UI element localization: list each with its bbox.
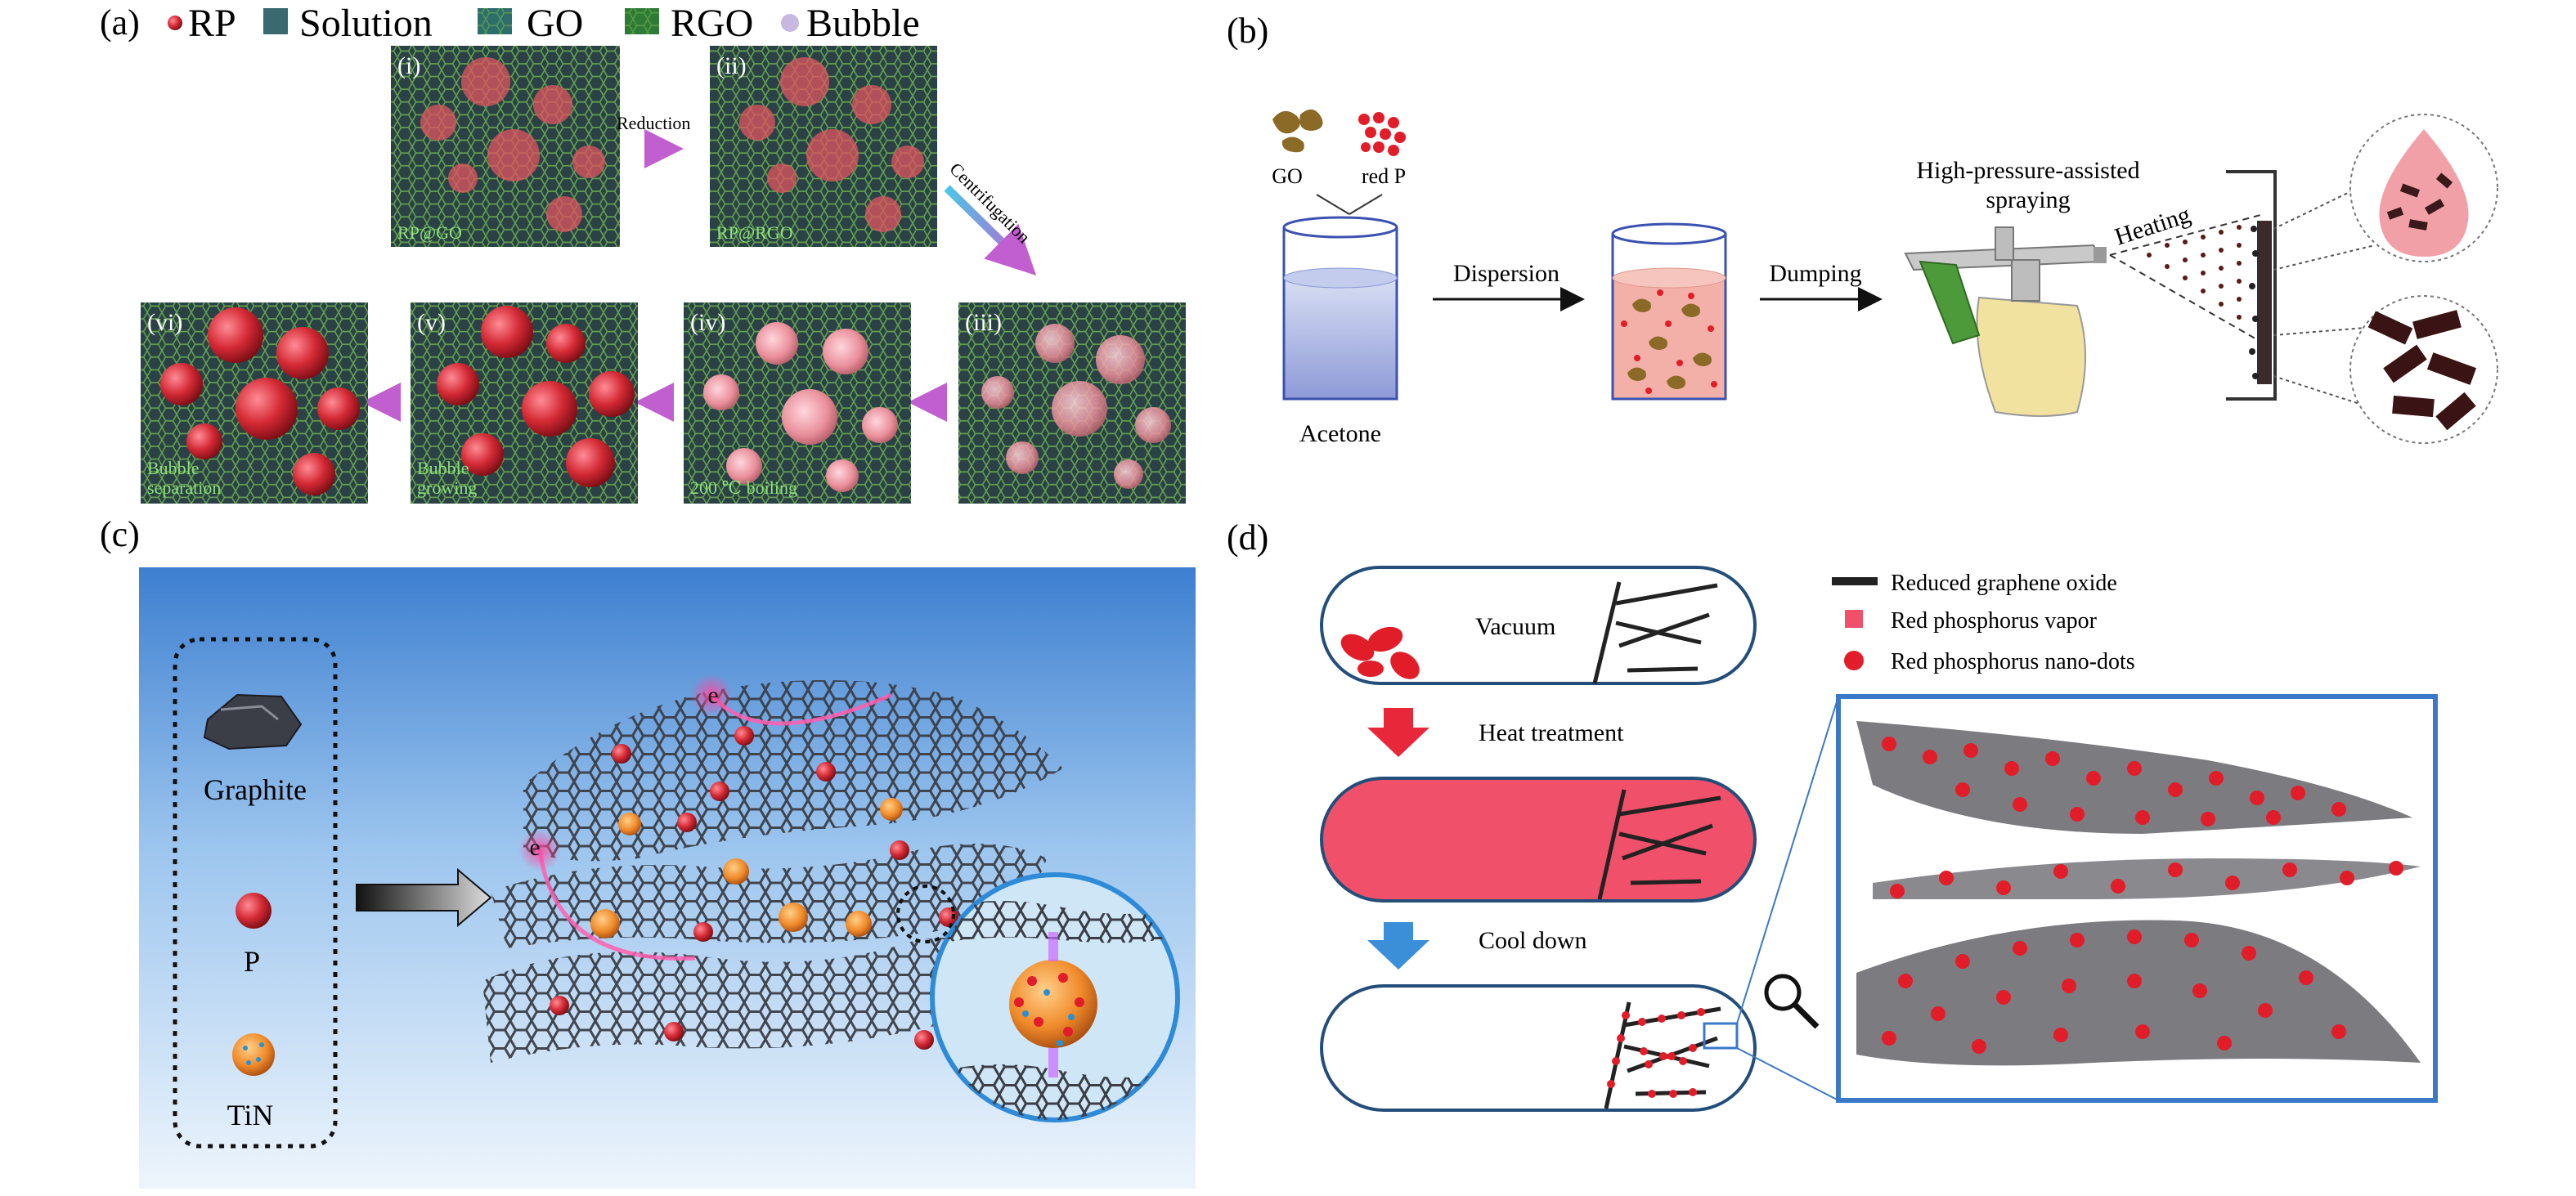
sheet-particles [550, 726, 958, 1050]
panel-c: (c) Graphite P TiN [100, 514, 1196, 1189]
centrifugation-arrow [944, 185, 1037, 276]
step-i-number: (i) [397, 52, 420, 79]
heat-treatment-arrow [1367, 708, 1429, 757]
rgo-flakes-zoom [2349, 295, 2498, 444]
spray-droplets [2147, 225, 2242, 320]
red-p-label: red P [1362, 164, 1406, 188]
legend-bubble-swatch [781, 14, 799, 32]
panel-a: (a) RP Solution GO RGO Bubble [100, 2, 1186, 504]
step-i-caption: RP@GO [397, 222, 462, 243]
step-iii-tile: (iii) [958, 302, 1186, 504]
panel-a-label: (a) [100, 2, 140, 43]
graphite-label: Graphite [204, 773, 307, 806]
step-iv-tile: (iv) 200 ℃ boiling [684, 302, 911, 504]
cool-down-arrow [1367, 922, 1429, 970]
acetone-label: Acetone [1299, 420, 1381, 447]
step-v-tile: (v) Bubble growing [411, 302, 638, 504]
vacuum-label: Vacuum [1475, 613, 1555, 640]
spraying-label-line2: spraying [1986, 186, 2070, 213]
electron-label-top: e [707, 682, 718, 709]
panel-d-legend: Reduced graphene oxide Red phosphorus va… [1832, 571, 2135, 674]
droplet-zoom [2349, 114, 2498, 262]
panel-d: (d) Reduced graphene oxide Red phosphoru… [1227, 517, 2438, 1112]
heat-treatment-label: Heat treatment [1479, 719, 1624, 746]
spray-cone [2109, 213, 2264, 344]
precursors-box [173, 637, 338, 1149]
dispersion-label: Dispersion [1453, 260, 1560, 287]
step-vi-caption-line1: Bubble [147, 458, 200, 478]
vacuum-capsule [1320, 566, 1757, 685]
step-v-caption-line1: Bubble [417, 458, 469, 478]
zoom-target-circle [896, 885, 955, 943]
go-label: GO [1272, 164, 1303, 188]
legend-dots-circle [1844, 651, 1864, 670]
step-iv-caption: 200 ℃ boiling [690, 477, 797, 498]
step-vi-number: (vi) [147, 309, 182, 336]
legend-rgo-line [1832, 577, 1878, 585]
graphene-sheets [482, 680, 1063, 1063]
legend-rgo-label: RGO [671, 2, 753, 45]
legend-dots-text: Red phosphorus nano-dots [1891, 649, 2135, 674]
substrate-bracket [2226, 170, 2277, 401]
panel-a-legend: RP Solution GO RGO Bubble [168, 2, 920, 45]
nano-dots-inset [1836, 694, 2438, 1103]
legend-vapor-text: Red phosphorus vapor [1891, 608, 2098, 634]
reduction-label: Reduction [617, 113, 690, 133]
legend-go-label: GO [527, 2, 583, 45]
vapor-capsule [1320, 777, 1757, 903]
electron-label-left: e [529, 834, 540, 861]
step-vi-caption-line2: separation [147, 477, 221, 498]
red-p-dots-icon [1358, 112, 1406, 156]
step-v-number: (v) [417, 309, 446, 336]
zoom-connector-lines [1736, 696, 1839, 1101]
step-ii-caption: RP@RGO [716, 222, 793, 243]
step-v-caption-line2: growing [417, 477, 477, 498]
process-arrow [356, 867, 492, 928]
p-particle-icon [236, 893, 272, 929]
panel-b: (b) GO red P Acetone Dispersion [1227, 11, 2498, 447]
legend-solution-label: Solution [299, 2, 433, 45]
magnifying-glass-icon [1764, 974, 1820, 1029]
step-i-tile: (i) RP@GO [391, 46, 620, 247]
legend-rp-label: RP [188, 2, 236, 45]
magnifier-inset [930, 872, 1180, 1122]
acetone-beaker [1282, 216, 1398, 401]
step-ii-number: (ii) [716, 52, 747, 79]
step-iv-number: (iv) [690, 309, 725, 336]
step-vi-tile: (vi) Bubble separation [141, 302, 368, 504]
mixture-beaker [1611, 222, 1727, 401]
spray-gun-icon [1904, 226, 2107, 417]
tin-particle-icon [232, 1033, 275, 1076]
legend-rgo-text: Reduced graphene oxide [1891, 571, 2117, 596]
legend-rp-swatch [168, 16, 182, 30]
legend-solution-swatch [263, 8, 288, 34]
spraying-label-line1: High-pressure-assisted [1916, 157, 2139, 184]
dumping-label: Dumping [1769, 260, 1861, 287]
p-label: P [244, 945, 260, 978]
tin-label: TiN [227, 1099, 274, 1131]
legend-vapor-square [1845, 610, 1863, 628]
deposited-capsule [1320, 984, 1757, 1112]
step-ii-tile: (ii) RP@RGO [710, 46, 937, 247]
legend-bubble-label: Bubble [806, 2, 920, 45]
step-iii-number: (iii) [965, 309, 1002, 336]
electron-path-left [537, 849, 696, 961]
panel-b-label: (b) [1227, 11, 1268, 51]
graphite-icon [203, 693, 303, 750]
go-flakes-icon [1272, 109, 1323, 153]
pour-lines [1316, 194, 1383, 215]
panel-d-label: (d) [1227, 517, 1268, 558]
panel-c-label: (c) [100, 514, 140, 554]
cool-down-label: Cool down [1479, 927, 1587, 954]
heating-label: Heating [2112, 201, 2194, 251]
